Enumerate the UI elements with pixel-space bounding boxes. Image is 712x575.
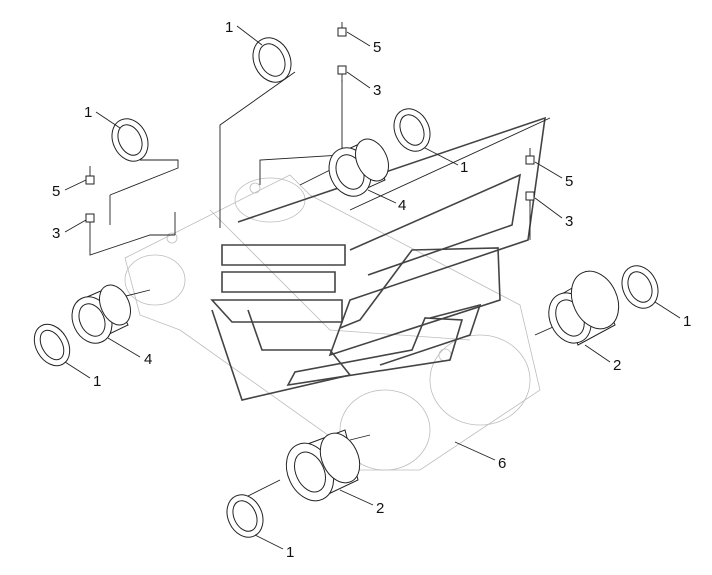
flanged-bushing-right: [548, 270, 620, 346]
seal-ring-center: [393, 108, 431, 152]
grease-fitting-top: [337, 22, 347, 82]
callout-1-right: 1: [683, 313, 691, 330]
callout-1-center: 1: [460, 159, 468, 176]
callout-3-right: 3: [565, 213, 573, 230]
callout-3-left: 3: [52, 225, 60, 242]
callout-1-left-upper: 1: [84, 104, 92, 121]
callout-4-center: 4: [398, 197, 406, 214]
callout-5-top: 5: [373, 39, 381, 56]
callout-2-bottom: 2: [376, 500, 384, 517]
callout-2-right: 2: [613, 357, 621, 374]
callout-5-right: 5: [565, 173, 573, 190]
seal-ring-right: [621, 265, 659, 309]
callout-5-left: 5: [52, 183, 60, 200]
grease-fitting-left: [85, 166, 95, 230]
seal-ring-top: [252, 37, 292, 83]
callout-labels: 1 5 3 1 1 4 5 3 5 3 1 2 4 1 6 2 1: [52, 19, 691, 561]
flanged-bushing-bottom: [285, 429, 361, 502]
seal-ring-bottom: [226, 494, 264, 538]
callout-1-bottom: 1: [286, 544, 294, 561]
callout-1-left-lower: 1: [93, 373, 101, 390]
leader-lines: [64, 25, 681, 550]
callout-1-top: 1: [225, 19, 233, 36]
watermark-logo: [210, 116, 546, 401]
bushing-center: [328, 138, 389, 197]
callout-4-left: 4: [144, 351, 152, 368]
grease-fitting-right: [525, 148, 535, 206]
seal-ring-left-upper: [111, 118, 149, 162]
callout-3-top: 3: [373, 82, 381, 99]
bushing-left: [71, 284, 131, 344]
seal-ring-left-lower: [33, 323, 71, 367]
callout-6: 6: [498, 455, 506, 472]
